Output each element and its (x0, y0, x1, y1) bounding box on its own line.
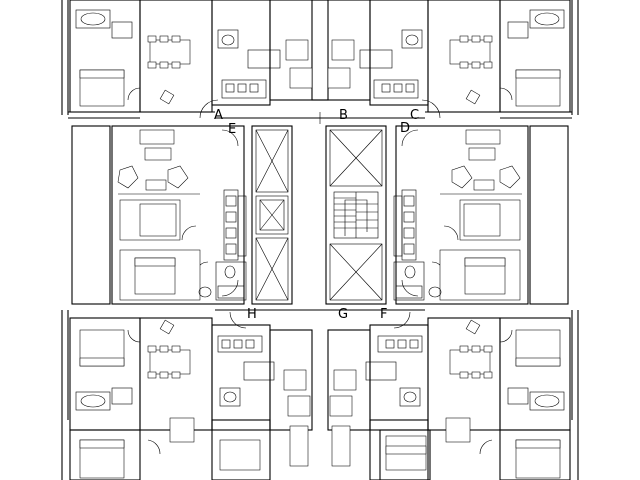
lower-right-apartment (445, 319, 565, 479)
upper-left-apartment (75, 9, 191, 107)
label-e: E (228, 122, 236, 137)
axis-marker (280, 112, 360, 124)
label-f: F (380, 307, 387, 322)
walls (61, 0, 579, 480)
living-room-right (440, 129, 522, 195)
door-swings (127, 87, 513, 455)
lower-left-apartment (75, 319, 195, 479)
label-b: B (339, 108, 348, 123)
label-g: G (338, 307, 348, 322)
label-a: A (214, 108, 223, 123)
upper-right-apartment (449, 9, 565, 107)
upper-center-units (217, 29, 423, 99)
elevator-core (255, 129, 383, 301)
bathroom-mid-left (198, 261, 247, 301)
label-c: C (410, 108, 419, 123)
bedroom-left-mid (119, 199, 201, 301)
living-room-left (117, 129, 200, 195)
lower-center-units (217, 335, 427, 471)
kitchen-strip-right (393, 189, 417, 261)
kitchen-strip-left (223, 189, 247, 261)
bedroom-right-mid (439, 199, 521, 301)
bathroom-mid-right (393, 261, 442, 301)
label-h: H (247, 307, 257, 322)
label-d: D (400, 121, 410, 136)
stair (333, 191, 379, 239)
grid-labels: A B C D E F G H (214, 108, 419, 322)
